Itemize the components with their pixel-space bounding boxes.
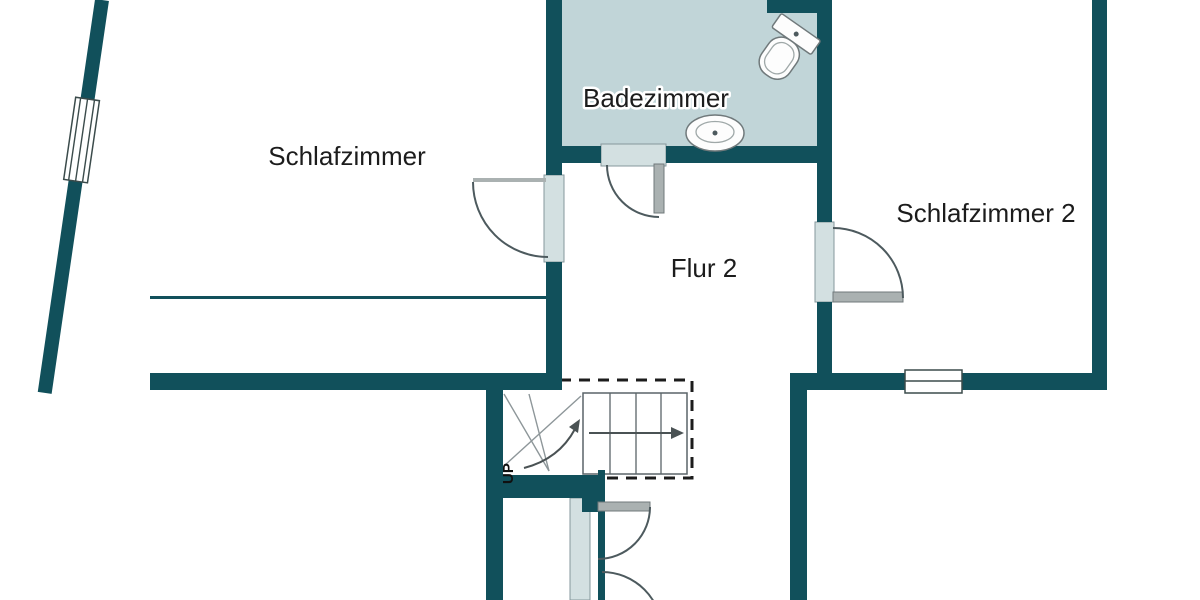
bottom-door-swing	[601, 571, 654, 600]
lower-door-swing	[597, 506, 651, 560]
wall-segment	[582, 498, 598, 512]
wall-segment	[37, 0, 109, 394]
wall-segment	[546, 262, 562, 390]
stair-winder-line	[503, 393, 550, 472]
toilet-bowl	[758, 36, 801, 81]
window	[904, 369, 963, 394]
room-label-schlafzimmer-2: Schlafzimmer 2	[896, 198, 1075, 228]
door-thresholds	[543, 143, 835, 600]
stair-winder-line	[503, 395, 582, 467]
slanted-exterior-wall	[37, 0, 109, 394]
sink-icon	[685, 114, 745, 152]
toilet-icon	[758, 13, 821, 81]
stair-up-arrow-curve	[523, 428, 576, 469]
toilet-button	[793, 31, 799, 37]
stair-arrowhead	[671, 427, 684, 439]
schlafzimmer-door-swing	[472, 181, 549, 258]
wall-segment	[486, 385, 503, 600]
wall-segment	[503, 475, 598, 498]
wall-segment	[666, 146, 832, 163]
stair-cut-dashed-line	[560, 378, 694, 480]
wall-segment	[598, 470, 605, 600]
wall-segment	[817, 0, 832, 222]
schlafzimmer2-door-leaf	[832, 291, 904, 303]
stair-arrowhead	[569, 419, 580, 433]
wall-segment	[546, 146, 601, 163]
schlafzimmer-door-leaf	[473, 178, 546, 182]
lower-hall-opening	[569, 497, 591, 600]
badezimmer-door-opening	[600, 143, 667, 167]
staircase	[503, 378, 694, 480]
knee-wall-line	[150, 296, 546, 299]
badezimmer-door-swing	[606, 164, 660, 218]
schlafzimmer2-door-swing	[832, 227, 904, 299]
wall-segment	[150, 373, 562, 390]
wall-segment	[546, 0, 562, 175]
badezimmer-door-leaf	[653, 163, 665, 214]
schlafzimmer-door-opening	[543, 174, 565, 263]
stair-winder-line	[528, 393, 550, 472]
room-label-flur-2: Flur 2	[671, 253, 737, 283]
sink-drain	[712, 130, 718, 136]
wall-segment	[817, 302, 832, 390]
wall-segment	[790, 373, 807, 600]
toilet-bowl-inner	[763, 41, 795, 75]
room-label-schlafzimmer: Schlafzimmer	[268, 141, 426, 171]
window	[62, 96, 101, 184]
door-leaves	[473, 163, 904, 512]
lower-door-leaf	[597, 501, 651, 512]
sink-basin-inner	[695, 120, 735, 144]
wall-segment	[1092, 0, 1107, 390]
room-label-badezimmer: Badezimmer	[583, 83, 729, 113]
door-swings	[472, 164, 904, 600]
schlafzimmer2-door-opening	[814, 221, 835, 303]
wall-segment	[767, 0, 832, 13]
stair-up-label: UP	[500, 463, 517, 484]
